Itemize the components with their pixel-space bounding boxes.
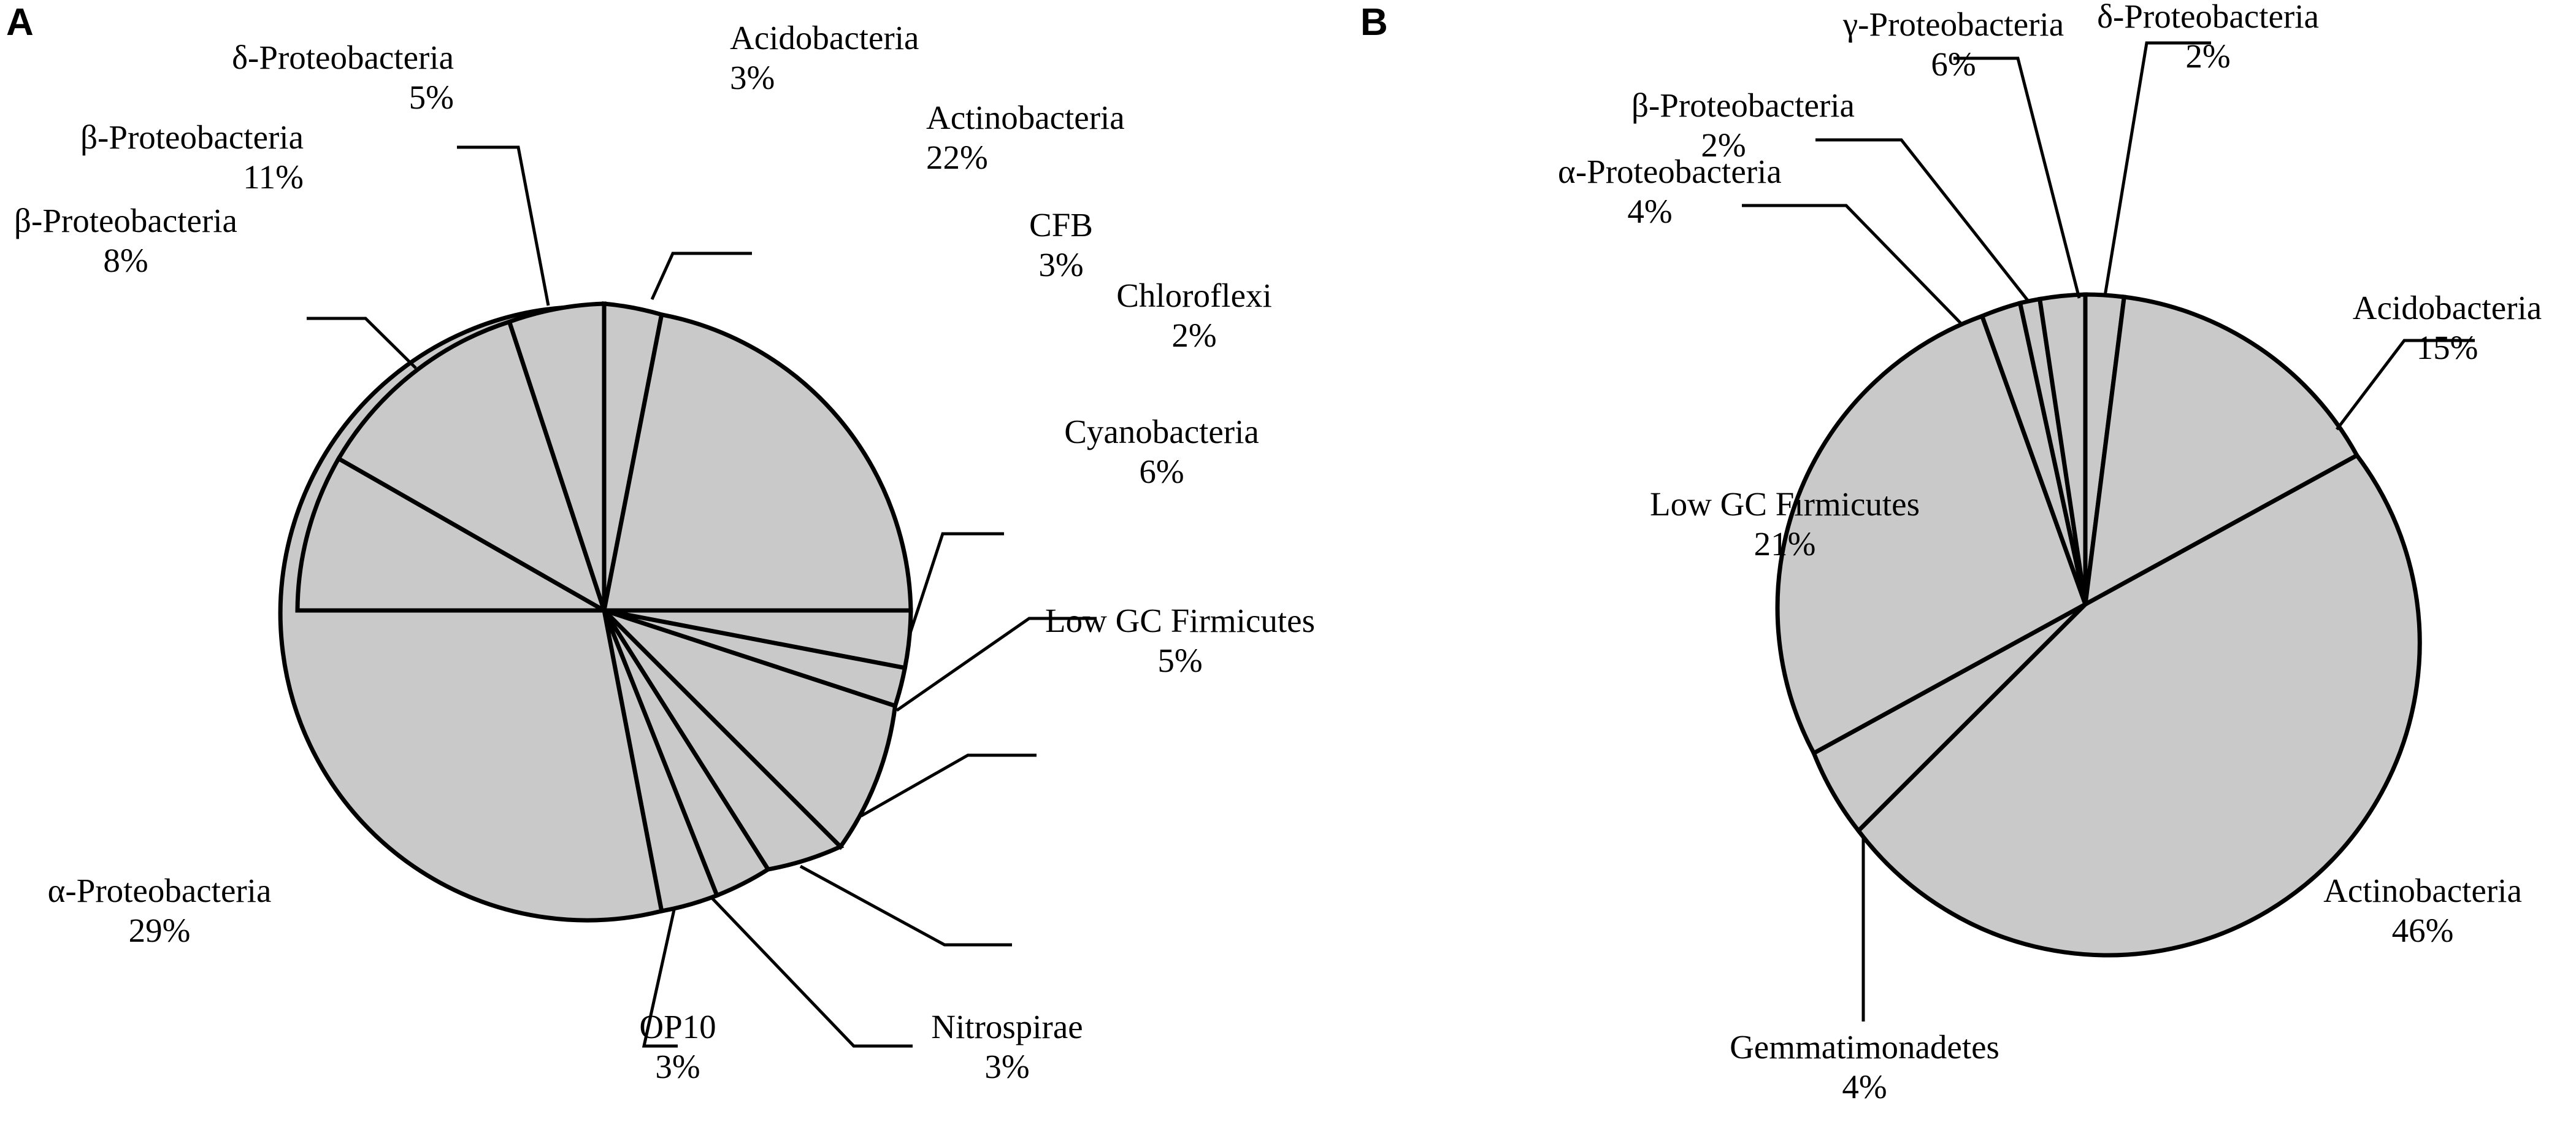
label-value: 6% [1139,452,1184,490]
label-name: Low GC Firmicutes [1045,602,1315,639]
callout-cfb [907,532,1004,637]
slice-actinobacteria[interactable] [1855,452,2422,958]
callout-nitrospirae [711,897,913,1048]
label-beta-proteobacteria: β-Proteobacteria 2% [1631,86,1855,166]
slice-beta-proteobacteria-11[interactable] [335,319,608,615]
label-name: β-Proteobacteria [80,118,304,156]
label-beta-proteobacteria-8: β-Proteobacteria 8% [0,201,255,281]
label-chloroflexi: Chloroflexi 2% [1099,276,1289,356]
label-name: Nitrospirae [931,1008,1083,1045]
label-name: Low GC Firmicutes [1650,485,1920,523]
label-name: Actinobacteria [2323,872,2522,909]
callout-alpha-proteobacteria [1742,204,1964,326]
label-nitrospirae: Nitrospirae 3% [915,1007,1099,1087]
slice-gamma-proteobacteria[interactable] [2037,292,2088,605]
callout-lines-b [1742,41,2475,1021]
label-delta-proteobacteria: δ-Proteobacteria 5% [0,38,454,118]
label-value: 46% [2391,911,2454,949]
label-value: 15% [2416,328,2478,366]
label-name: Cyanobacteria [1064,413,1259,450]
callout-low-gc-firmicutes [799,864,1012,947]
label-low-gc-firmicutes: Low GC Firmicutes 21% [1619,485,1950,564]
label-value: 2% [1701,126,1746,164]
label-cfb: CFB 3% [1006,206,1116,285]
panel-letter-b: B [1360,1,1388,44]
label-name: Actinobacteria [926,99,1125,136]
label-name: γ-Proteobacteria [1842,6,2064,43]
callout-lines-a [307,145,1097,1048]
label-name: δ-Proteobacteria [232,39,454,76]
callout-beta-proteobacteria-11 [307,317,417,369]
pie-slices-a [278,301,913,923]
label-value: 3% [730,58,775,96]
callout-cyanobacteria [860,753,1037,818]
label-value: 22% [926,138,988,176]
label-actinobacteria: Actinobacteria 22% [926,98,1125,178]
label-name: δ-Proteobacteria [2097,0,2319,35]
callout-acidobacteria [650,252,752,301]
callout-delta-proteobacteria [2103,41,2211,296]
callout-delta-proteobacteria [457,145,550,306]
callout-beta-proteobacteria [1815,138,2030,303]
label-name: α-Proteobacteria [1558,153,1782,190]
label-value: 2% [2185,37,2231,75]
label-name: CFB [1029,206,1093,244]
slice-cyanobacteria[interactable] [602,608,898,850]
panel-letter-a: A [6,1,34,44]
slice-delta-proteobacteria[interactable] [507,301,607,612]
label-acidobacteria: Acidobacteria 15% [2325,288,2570,368]
label-name: β-Proteobacteria [14,202,237,239]
label-value: 5% [408,78,454,116]
label-alpha-proteobacteria: α-Proteobacteria 29% [37,871,282,951]
callout-chloroflexi [895,617,1097,712]
label-value: 4% [1627,192,1673,230]
slice-actinobacteria[interactable] [601,312,913,613]
label-name: β-Proteobacteria [1631,87,1855,124]
label-beta-proteobacteria-11: β-Proteobacteria 11% [0,118,304,198]
label-value: 11% [243,158,304,196]
label-delta-proteobacteria: δ-Proteobacteria 2% [2027,0,2389,77]
slice-low-gc-firmicutes[interactable] [1775,313,2088,756]
label-acidobacteria: Acidobacteria 3% [730,18,919,98]
label-value: 5% [1157,641,1203,679]
callout-acidobacteria [2336,339,2475,431]
panel-a: A [0,1,1346,1087]
label-name: Acidobacteria [730,19,919,56]
label-value: 21% [1754,525,1816,563]
label-name: Gemmatimonadetes [1730,1028,1999,1066]
label-value: 3% [655,1047,700,1085]
label-name: OP10 [639,1008,716,1045]
callout-op10 [642,909,678,1048]
label-name: Acidobacteria [2352,289,2542,326]
pie-chart-b [1742,41,2475,1021]
panel-b: B [1349,0,2576,1135]
label-actinobacteria: Actinobacteria 46% [2282,871,2564,951]
label-name: α-Proteobacteria [47,872,272,909]
label-low-gc-firmicutes: Low GC Firmicutes 5% [1014,601,1346,681]
label-name: Chloroflexi [1116,277,1272,314]
label-gemmatimonadetes: Gemmatimonadetes 4% [1696,1028,2033,1107]
label-value: 2% [1171,316,1217,354]
label-value: 4% [1842,1068,1887,1106]
label-alpha-proteobacteria: α-Proteobacteria 4% [1558,152,1782,232]
pie-chart-a [278,145,1097,1048]
label-op10: OP10 3% [619,1007,736,1087]
slice-beta-proteobacteria-8[interactable] [295,455,613,613]
label-value: 3% [984,1047,1030,1085]
label-value: 6% [1931,45,1976,83]
callout-gamma-proteobacteria [1953,56,2081,299]
label-value: 8% [103,241,148,279]
label-cyanobacteria: Cyanobacteria 6% [1039,412,1284,492]
pie-slices-b [1775,292,2422,958]
label-value: 3% [1038,245,1084,283]
label-gamma-proteobacteria: γ-Proteobacteria 6% [1773,5,2134,85]
label-value: 29% [128,911,191,949]
